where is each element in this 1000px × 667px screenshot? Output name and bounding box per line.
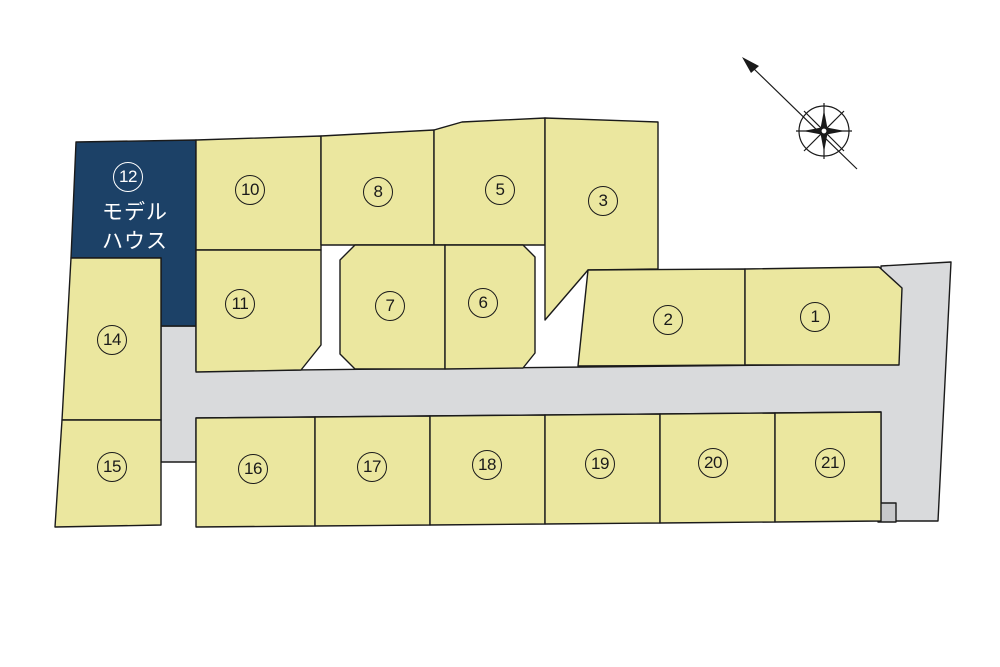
lot-18-number: 18	[472, 450, 502, 480]
lot-6-number: 6	[468, 288, 498, 318]
lot-14-number: 14	[97, 325, 127, 355]
compass-needle-line	[750, 65, 858, 170]
lot-1-number: 1	[800, 302, 830, 332]
lot-3-number: 3	[588, 186, 618, 216]
model-house-label-line1: モデル	[102, 201, 168, 224]
lot-11-shape	[195, 249, 322, 373]
model-house-label-line2: ハウス	[102, 230, 168, 253]
lot-17-number: 17	[357, 452, 387, 482]
compass-hub	[820, 127, 828, 135]
lot-8-number: 8	[363, 177, 393, 207]
lot-11-number: 11	[225, 289, 255, 319]
lot-20-number: 20	[698, 448, 728, 478]
lot-10-number: 10	[235, 175, 265, 205]
lot-16-number: 16	[238, 454, 268, 484]
lot-12-number: 12	[113, 162, 143, 192]
lot-15-number: 15	[97, 452, 127, 482]
model-house-label: モデル ハウス	[102, 198, 168, 256]
north-compass-rose-icon	[742, 57, 858, 170]
lot-2-number: 2	[653, 305, 683, 335]
lot-21-number: 21	[815, 448, 845, 478]
lot-7-number: 7	[375, 291, 405, 321]
lot-19-number: 19	[585, 449, 615, 479]
north-arrow-icon	[742, 57, 759, 73]
lot-5-number: 5	[485, 175, 515, 205]
